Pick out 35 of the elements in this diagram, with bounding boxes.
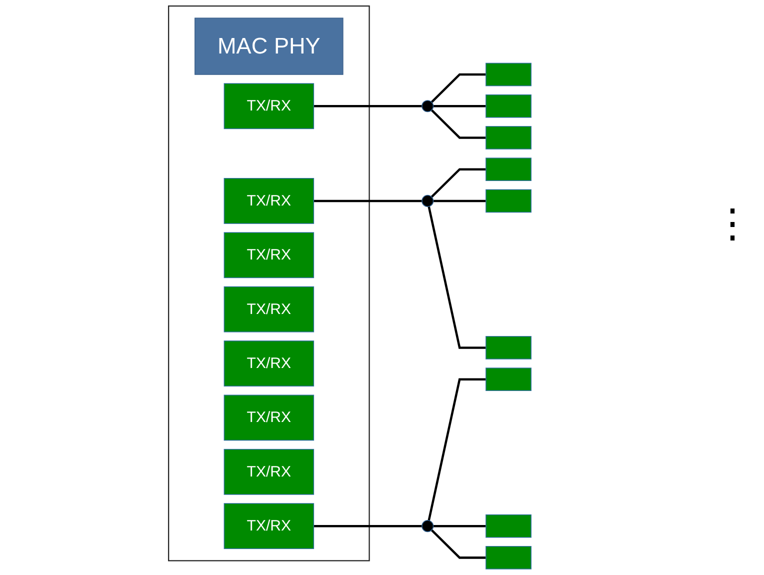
node-box — [486, 368, 532, 391]
node-box: TX/RX — [224, 178, 314, 224]
connector — [428, 206, 486, 349]
cluster — [168, 5, 370, 562]
connector — [431, 529, 486, 559]
node-box: TX/RX — [224, 394, 314, 441]
node-box — [486, 126, 532, 150]
connector — [431, 73, 486, 103]
connector — [431, 168, 486, 198]
node-box — [486, 189, 532, 213]
ellipsis-dots: ⋮ — [712, 201, 754, 247]
node-box: TX/RX — [224, 448, 314, 495]
node-box: MAC PHY — [194, 18, 344, 75]
node-circle — [422, 194, 434, 207]
node-circle — [422, 520, 434, 532]
connector — [431, 109, 486, 139]
node-box: TX/RX — [224, 83, 314, 130]
connector — [314, 524, 422, 528]
node-box — [486, 546, 532, 570]
node-box — [486, 62, 532, 86]
connector — [433, 524, 486, 528]
node-box — [486, 336, 532, 360]
node-box: TX/RX — [224, 340, 314, 386]
node-box: TX/RX — [224, 286, 314, 332]
node-box — [486, 94, 532, 118]
node-box — [486, 514, 532, 538]
connector — [433, 105, 486, 108]
node-circle — [422, 100, 434, 112]
connector — [433, 200, 486, 202]
connector — [428, 378, 486, 521]
connector — [314, 105, 422, 108]
connector — [314, 200, 422, 202]
node-box: TX/RX — [224, 503, 314, 550]
node-box — [486, 158, 532, 181]
node-box: TX/RX — [224, 232, 314, 278]
